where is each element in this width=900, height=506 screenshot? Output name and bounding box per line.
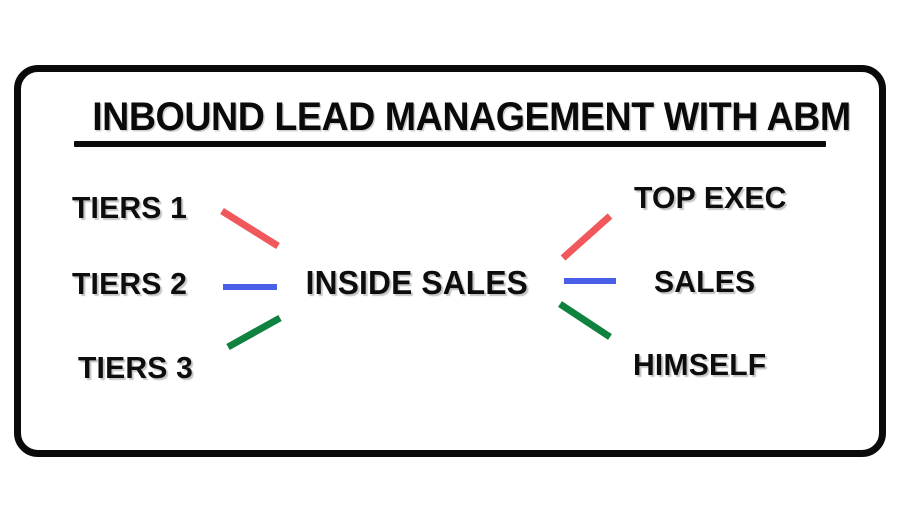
input-node-tier-1: TIERS 1 bbox=[72, 190, 187, 225]
output-node-himself: HIMSELF bbox=[633, 347, 767, 382]
diagram-title-block: INBOUND LEAD MANAGEMENT WITH ABM bbox=[68, 96, 851, 147]
hub-node-inside-sales: INSIDE SALES bbox=[305, 264, 528, 301]
title-underline bbox=[74, 141, 826, 147]
diagram-title: INBOUND LEAD MANAGEMENT WITH ABM bbox=[92, 95, 851, 139]
output-node-sales: SALES bbox=[654, 264, 756, 299]
diagram-frame-border bbox=[14, 65, 886, 457]
input-node-tier-3: TIERS 3 bbox=[78, 350, 193, 385]
input-node-tier-2: TIERS 2 bbox=[72, 266, 187, 301]
output-node-top-exec: TOP EXEC bbox=[634, 180, 787, 215]
